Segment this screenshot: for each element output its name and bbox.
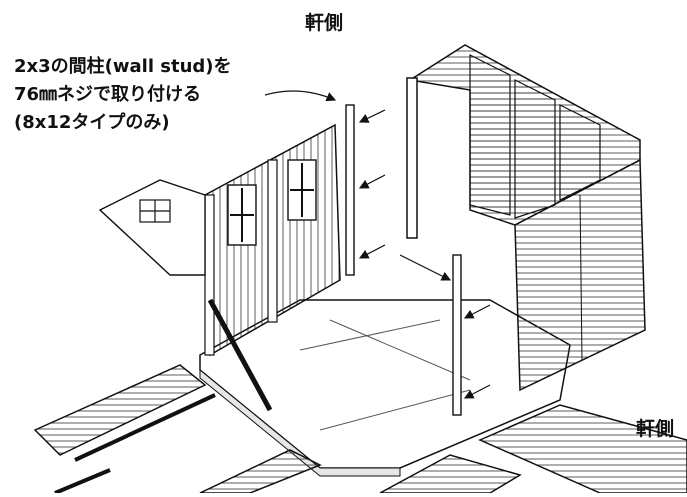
eave-side-label-top: 軒側 [305,12,344,34]
assembly-arrows [264,90,491,399]
annotation-line-1: 2x3の間柱(wall stud)を [14,56,232,77]
right-side-wall [514,158,646,392]
wall-studs [207,104,462,416]
annotation-line-2: 76㎜ネジで取り付ける [14,84,202,105]
loose-wall-panel-left [98,179,206,276]
annotation-line-3: (8x12タイプのみ) [14,112,170,133]
back-wall [406,44,641,239]
roof-panel-bottom-center [54,449,322,495]
roof-panel-bottom-right [379,404,687,494]
roof-panel-bottom-left [33,364,216,462]
eave-side-label-right: 軒側 [636,418,675,440]
